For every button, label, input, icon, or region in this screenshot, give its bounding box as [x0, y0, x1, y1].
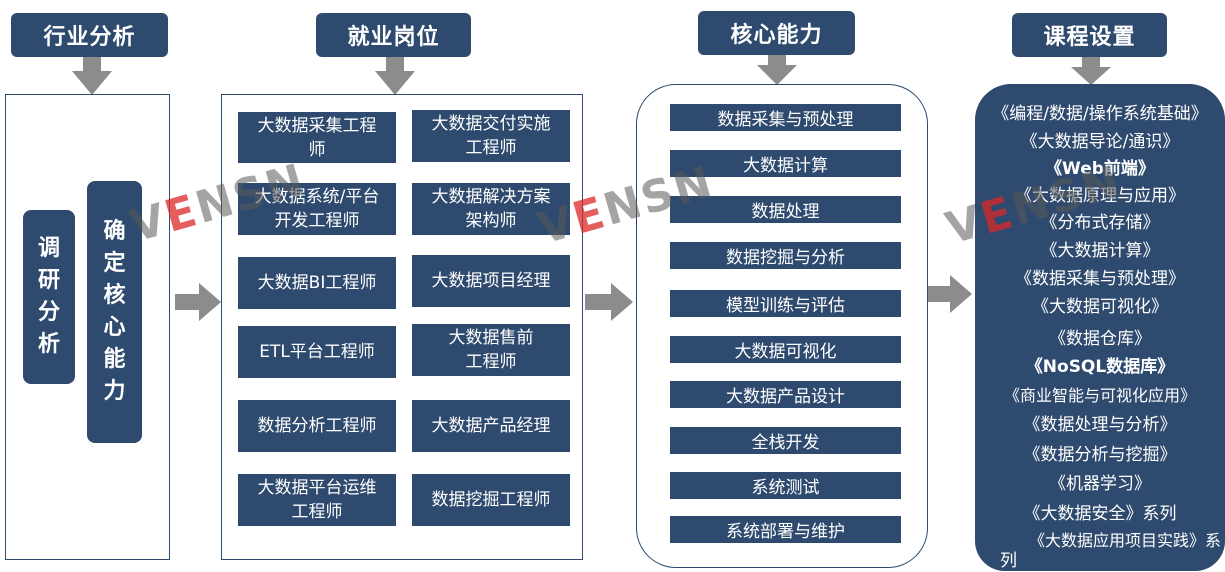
job-line: 工程师	[465, 138, 517, 158]
header-core-abilities: 核心能力	[698, 11, 855, 55]
job-line: 数据挖掘工程师	[431, 490, 551, 510]
job-line: 师	[308, 139, 326, 160]
course-item: 《Web前端》	[1045, 159, 1155, 179]
right-arrow-icon	[926, 275, 972, 313]
panel-courses	[975, 84, 1225, 571]
job-line: 大数据售前	[448, 328, 534, 348]
pill-char: 力	[103, 379, 126, 404]
skill-item: 数据挖掘与分析	[670, 242, 901, 269]
pill-char: 心	[103, 315, 126, 340]
down-arrow-icon	[72, 57, 112, 95]
job-box: ETL平台工程师	[238, 326, 396, 378]
course-item: 《大数据安全》系列	[1023, 504, 1177, 524]
job-line: 大数据系统/平台	[254, 187, 380, 207]
job-line: 大数据采集工程	[257, 115, 377, 136]
skill-item: 全栈开发	[670, 427, 901, 454]
skill-item: 数据处理	[670, 196, 901, 223]
skill-item: 数据采集与预处理	[670, 104, 901, 131]
course-item: 列	[1000, 551, 1017, 571]
down-arrow-icon	[1071, 57, 1111, 85]
pill-char: 调	[37, 236, 60, 261]
job-line: 大数据BI工程师	[257, 273, 377, 293]
pill-char: 分	[37, 300, 60, 325]
job-box: 大数据交付实施工程师	[412, 110, 570, 162]
job-line: 数据分析工程师	[257, 416, 377, 436]
pill-research-analysis: 调 研 分 析	[23, 210, 75, 384]
job-box: 大数据系统/平台开发工程师	[238, 183, 396, 235]
pill-char: 研	[37, 268, 60, 293]
course-item: 《编程/数据/操作系统基础》	[992, 104, 1208, 124]
pill-char: 确	[103, 219, 126, 244]
pill-char: 定	[103, 251, 126, 276]
job-line: 工程师	[465, 352, 517, 372]
job-box: 大数据平台运维工程师	[238, 474, 396, 526]
pill-determine-core-ability: 确 定 核 心 能 力	[87, 181, 142, 443]
skill-item: 大数据可视化	[670, 336, 901, 363]
job-line: 大数据项目经理	[431, 271, 551, 291]
down-arrow-icon	[375, 57, 415, 95]
job-box: 大数据采集工程师	[238, 112, 396, 163]
job-box: 大数据解决方案架构师	[412, 183, 570, 235]
job-line: ETL平台工程师	[259, 342, 375, 362]
course-item: 《机器学习》	[1049, 474, 1151, 494]
header-courses: 课程设置	[1012, 13, 1167, 57]
right-arrow-icon	[175, 283, 221, 321]
skill-item: 系统部署与维护	[670, 516, 901, 543]
job-box: 大数据项目经理	[412, 255, 570, 307]
course-item: 《大数据应用项目实践》系	[1028, 531, 1221, 550]
course-item: 《大数据导论/通识》	[1020, 132, 1180, 152]
skill-item: 大数据计算	[670, 150, 901, 177]
job-box: 数据分析工程师	[238, 400, 396, 452]
job-line: 架构师	[465, 211, 517, 231]
skill-item: 系统测试	[670, 472, 901, 499]
header-jobs: 就业岗位	[316, 13, 471, 57]
job-line: 大数据交付实施	[431, 114, 551, 134]
header-industry-analysis: 行业分析	[11, 13, 168, 57]
course-item: 《数据处理与分析》	[1023, 415, 1177, 435]
pill-char: 核	[103, 283, 126, 308]
job-line: 开发工程师	[274, 211, 360, 231]
job-line: 工程师	[291, 502, 343, 522]
skill-item: 模型训练与评估	[670, 290, 901, 317]
job-box: 大数据BI工程师	[238, 257, 396, 309]
job-line: 大数据平台运维	[257, 478, 377, 498]
course-item: 《NoSQL数据库》	[1025, 357, 1175, 377]
course-item: 《大数据原理与应用》	[1015, 186, 1185, 206]
job-line: 大数据解决方案	[431, 187, 551, 207]
job-line: 大数据产品经理	[431, 416, 551, 436]
course-item: 《商业智能与可视化应用》	[1003, 386, 1196, 405]
job-box: 大数据售前工程师	[412, 324, 570, 376]
course-item: 《大数据计算》	[1040, 241, 1160, 261]
course-item: 《大数据可视化》	[1032, 297, 1168, 317]
right-arrow-icon	[585, 283, 633, 321]
job-box: 大数据产品经理	[412, 400, 570, 452]
course-item: 《分布式存储》	[1040, 213, 1160, 233]
job-box: 数据挖掘工程师	[412, 474, 570, 526]
course-item: 《数据采集与预处理》	[1015, 269, 1185, 289]
course-item: 《数据仓库》	[1049, 329, 1151, 349]
down-arrow-icon	[757, 55, 797, 85]
pill-char: 析	[37, 332, 60, 357]
course-item: 《数据分析与挖掘》	[1023, 445, 1177, 465]
skill-item: 大数据产品设计	[670, 381, 901, 408]
pill-char: 能	[103, 347, 126, 372]
